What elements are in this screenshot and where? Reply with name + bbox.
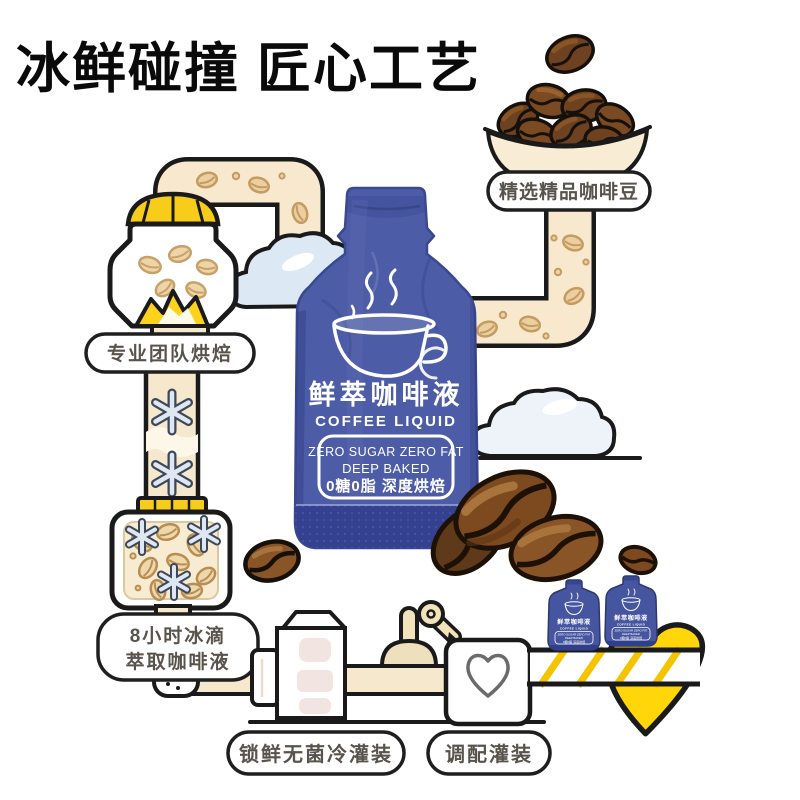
- pouch-badge-line2: DEEP BAKED: [342, 461, 430, 476]
- label-select-beans-text: 精选精品咖啡豆: [499, 180, 639, 203]
- page-title: 冰鲜碰撞 匠心工艺: [16, 39, 482, 99]
- label-cold-filling-text: 锁鲜无菌冷灌装: [239, 742, 393, 766]
- roaster-machine: [107, 191, 239, 354]
- roaster-beans: [138, 244, 219, 299]
- pipe-bean-decor: [476, 234, 590, 340]
- small-pouch-badge1: ZERO SUGAR ZERO FAT: [558, 633, 591, 637]
- label-blending: 调配灌装: [426, 730, 552, 776]
- dome: [379, 638, 439, 668]
- small-pouch-badge2: DEEP BAKED: [565, 636, 583, 640]
- small-pouch-name-cn: 鲜萃咖啡液: [557, 618, 591, 626]
- label-ice-drip-line2: 萃取咖啡液: [125, 650, 230, 673]
- pouch-badge-line1: ZERO SUGAR ZERO FAT: [308, 445, 464, 459]
- snowflake-icon: [157, 563, 191, 601]
- label-roasting-text: 专业团队烘焙: [107, 342, 233, 365]
- pouch-name-cn: 鲜萃咖啡液: [309, 380, 464, 410]
- pipe-bean-decor: [179, 171, 309, 245]
- pouch-badge: [317, 434, 455, 500]
- cloud-right: [469, 387, 642, 460]
- roaster-pot: [107, 221, 239, 329]
- ice-drip-column: [143, 349, 201, 507]
- label-ice-drip: 8小时冰滴 萃取咖啡液: [96, 612, 260, 682]
- small-pouch: 鲜萃咖啡液 COFFEE LIQUID ZERO SUGAR ZERO FAT …: [547, 579, 601, 651]
- pouch-badge-line3: 0糖0脂 深度烘焙: [326, 477, 446, 495]
- snowflake-icon: [151, 450, 193, 498]
- label-cold-filling: 锁鲜无菌冷灌装: [226, 730, 406, 776]
- front-beans: [243, 469, 658, 583]
- small-pouch-name-en: COFFEE LIQUID: [560, 627, 589, 631]
- coffee-cup-icon: [332, 268, 448, 380]
- pouch-name-en: COFFEE LIQUID: [315, 413, 457, 430]
- snowflake-icon: [151, 388, 193, 436]
- label-select-beans: 精选精品咖啡豆: [486, 170, 652, 212]
- blending-machine: [443, 637, 533, 727]
- pipe-beans-right: [458, 205, 596, 348]
- falling-bean: [545, 34, 595, 74]
- conveyor-belt: [527, 646, 700, 688]
- filling-machine: [250, 610, 347, 720]
- small-pouch-badge3: 0糖0脂 深度烘焙: [563, 639, 585, 644]
- ice-bean-container: [109, 496, 233, 630]
- snowflake-icon: [125, 518, 159, 556]
- snowflake-icon: [187, 515, 221, 553]
- heart-outline-icon: [466, 653, 510, 698]
- label-roasting: 专业团队烘焙: [84, 332, 256, 374]
- coffee-beans-bowl: [483, 34, 652, 190]
- label-ice-drip-line1: 8小时冰滴: [130, 624, 227, 647]
- pipe-beans-top: [153, 157, 325, 268]
- label-blending-text: 调配灌装: [445, 742, 533, 766]
